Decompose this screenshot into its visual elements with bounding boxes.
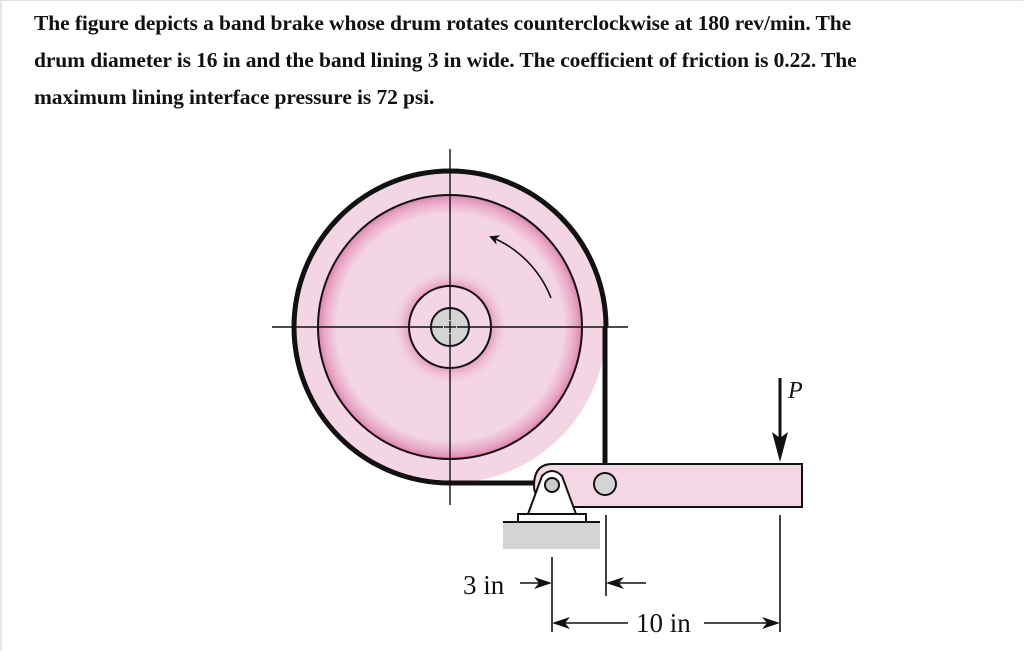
pivot-pin-icon	[544, 477, 560, 493]
problem-statement: The figure depicts a band brake whose dr…	[34, 5, 1009, 116]
dimension-arrowheads	[534, 577, 780, 629]
ground-hatch-icon	[503, 523, 600, 549]
dimension-3in-label: 3 in	[463, 570, 505, 600]
rotation-arrow-icon	[489, 235, 552, 299]
problem-line-3: maximum lining interface pressure is 72 …	[34, 85, 435, 109]
problem-line-2: drum diameter is 16 in and the band lini…	[34, 48, 857, 72]
lever-arm	[532, 463, 803, 508]
brake-band	[291, 168, 609, 486]
dimension-10in-label: 10 in	[636, 608, 691, 638]
center-lines	[272, 149, 628, 505]
pivot-bracket	[503, 470, 600, 549]
problem-line-1: The figure depicts a band brake whose dr…	[34, 11, 852, 35]
force-arrow-icon	[772, 378, 788, 462]
band-pin-icon	[593, 472, 617, 496]
force-label: P	[787, 378, 803, 404]
